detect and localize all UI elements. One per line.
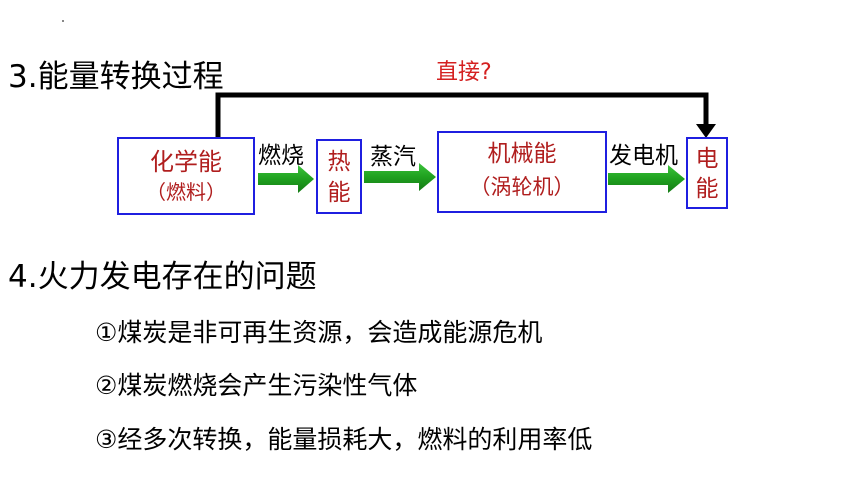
burn-label: 燃烧 [258, 143, 304, 169]
direct-connector-line [215, 92, 709, 137]
steam-flow-arrow [364, 163, 436, 191]
heat-energy-box: 热 能 [316, 139, 362, 214]
section3-title: 3.能量转换过程 [8, 59, 224, 95]
chemical-energy-label: 化学能 [150, 148, 222, 176]
problem-item-2: ②煤炭燃烧会产生污染性气体 [95, 371, 418, 400]
steam-label: 蒸汽 [370, 144, 416, 170]
direct-arrowhead [696, 124, 716, 138]
mechanical-energy-box: 机械能 （涡轮机） [437, 131, 607, 213]
generator-flow-arrow [608, 165, 685, 193]
heat-energy-label-1: 热 [327, 149, 351, 175]
section4-title: 4.火力发电存在的问题 [8, 259, 317, 295]
problem-item-3: ③经多次转换，能量损耗大，燃料的利用率低 [95, 425, 593, 454]
chemical-energy-sublabel: （燃料） [146, 180, 226, 204]
chemical-energy-box: 化学能 （燃料） [117, 137, 255, 215]
heat-energy-label-2: 能 [327, 180, 351, 206]
mechanical-energy-sublabel: （涡轮机） [469, 175, 575, 199]
mechanical-energy-label: 机械能 [487, 141, 557, 167]
electric-energy-label-2: 能 [695, 176, 719, 202]
electric-energy-box: 电 能 [686, 137, 728, 209]
electric-energy-label-1: 电 [695, 146, 719, 172]
direct-label: 直接? [436, 60, 492, 85]
burn-flow-arrow [258, 165, 314, 193]
corner-dot [62, 20, 64, 22]
problem-item-1: ①煤炭是非可再生资源，会造成能源危机 [95, 318, 543, 347]
generator-label: 发电机 [609, 143, 678, 169]
